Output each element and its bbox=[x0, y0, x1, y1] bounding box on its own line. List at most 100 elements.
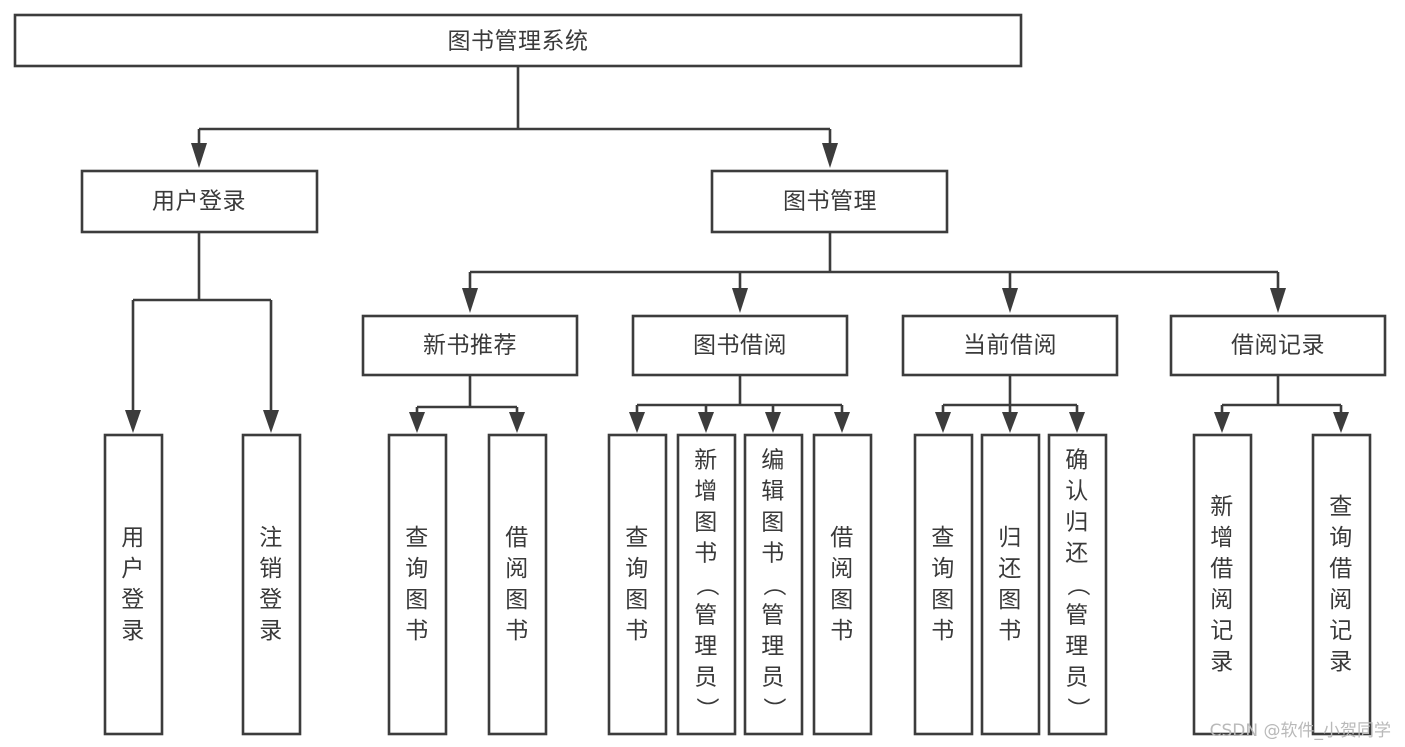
connector-group-user-login bbox=[125, 232, 279, 433]
arrow-head-icon bbox=[125, 410, 141, 433]
node-leaf-query-book-2-box[interactable] bbox=[607, 433, 668, 736]
node-leaf-add-book-box[interactable] bbox=[676, 433, 737, 736]
node-leaf-logout-box[interactable] bbox=[241, 433, 302, 736]
node-borrow-record-box[interactable] bbox=[1169, 314, 1387, 377]
arrow-head-icon bbox=[462, 288, 478, 313]
svg-text:图: 图 bbox=[998, 587, 1022, 613]
svg-text:图: 图 bbox=[694, 510, 718, 536]
svg-text:新: 新 bbox=[1210, 494, 1234, 520]
svg-text:询: 询 bbox=[625, 556, 649, 582]
svg-text:理: 理 bbox=[694, 634, 718, 660]
svg-text:图: 图 bbox=[761, 510, 785, 536]
svg-text:（: （ bbox=[1065, 573, 1091, 597]
svg-text:）: ） bbox=[694, 697, 720, 721]
svg-text:理: 理 bbox=[1065, 634, 1089, 660]
svg-text:图: 图 bbox=[830, 587, 854, 613]
node-book-manage-label: 图书管理 bbox=[783, 189, 877, 215]
node-current-borrow[interactable]: 当前借阅 bbox=[901, 314, 1119, 377]
svg-text:还: 还 bbox=[998, 556, 1022, 582]
node-root-box[interactable] bbox=[13, 13, 1023, 68]
node-leaf-borrow-book-2-box[interactable] bbox=[812, 433, 873, 736]
node-leaf-query-book-3-box[interactable] bbox=[913, 433, 974, 736]
arrow-head-icon bbox=[698, 412, 714, 433]
node-leaf-user-login[interactable]: 用户登录 bbox=[103, 433, 164, 736]
node-leaf-return-book-box[interactable] bbox=[980, 433, 1041, 736]
arrow-head-icon bbox=[822, 143, 838, 168]
connector-group-book-borrow bbox=[629, 375, 850, 433]
svg-text:）: ） bbox=[1065, 697, 1091, 721]
connector-group-book-manage bbox=[462, 232, 1286, 313]
arrow-head-icon bbox=[935, 412, 951, 433]
svg-text:书: 书 bbox=[405, 618, 429, 644]
svg-text:图: 图 bbox=[405, 587, 429, 613]
svg-text:记: 记 bbox=[1329, 618, 1353, 644]
node-user-login-box[interactable] bbox=[80, 169, 319, 234]
node-root[interactable]: 图书管理系统 bbox=[13, 13, 1023, 68]
arrow-head-icon bbox=[1002, 412, 1018, 433]
node-leaf-confirm-return-box[interactable] bbox=[1047, 433, 1108, 736]
node-current-borrow-box[interactable] bbox=[901, 314, 1119, 377]
svg-text:书: 书 bbox=[830, 618, 854, 644]
node-leaf-edit-book-box[interactable] bbox=[743, 433, 804, 736]
node-leaf-user-login-box[interactable] bbox=[103, 433, 164, 736]
svg-text:还: 还 bbox=[1065, 541, 1089, 567]
node-book-manage-box[interactable] bbox=[710, 169, 949, 234]
node-leaf-query-record-box[interactable] bbox=[1311, 433, 1372, 736]
svg-text:书: 书 bbox=[694, 541, 718, 567]
node-leaf-query-book-1-box[interactable] bbox=[387, 433, 448, 736]
svg-text:借: 借 bbox=[1210, 556, 1234, 582]
svg-text:销: 销 bbox=[259, 556, 283, 582]
svg-text:增: 增 bbox=[694, 479, 718, 505]
connector-group-new-book-rec bbox=[409, 375, 525, 433]
svg-text:辑: 辑 bbox=[761, 479, 785, 505]
svg-text:查: 查 bbox=[405, 525, 429, 551]
node-root-label: 图书管理系统 bbox=[448, 29, 589, 55]
svg-text:图: 图 bbox=[625, 587, 649, 613]
node-new-book-rec[interactable]: 新书推荐 bbox=[361, 314, 579, 377]
svg-text:员: 员 bbox=[694, 665, 718, 691]
svg-text:记: 记 bbox=[1210, 618, 1234, 644]
node-book-borrow[interactable]: 图书借阅 bbox=[631, 314, 849, 377]
node-leaf-borrow-book-1-box[interactable] bbox=[487, 433, 548, 736]
arrow-head-icon bbox=[1214, 412, 1230, 433]
arrow-head-icon bbox=[1333, 412, 1349, 433]
node-user-login[interactable]: 用户登录 bbox=[80, 169, 319, 234]
node-new-book-rec-label: 新书推荐 bbox=[423, 333, 517, 359]
arrow-head-icon bbox=[263, 410, 279, 433]
node-book-borrow-box[interactable] bbox=[631, 314, 849, 377]
svg-text:管: 管 bbox=[694, 603, 718, 629]
arrow-head-icon bbox=[732, 288, 748, 313]
svg-text:）: ） bbox=[761, 697, 787, 721]
node-book-manage[interactable]: 图书管理 bbox=[710, 169, 949, 234]
svg-text:借: 借 bbox=[1329, 556, 1353, 582]
node-new-book-rec-box[interactable] bbox=[361, 314, 579, 377]
node-leaf-add-record-box[interactable] bbox=[1192, 433, 1253, 736]
svg-text:询: 询 bbox=[1329, 525, 1353, 551]
svg-text:新: 新 bbox=[694, 448, 718, 474]
svg-text:员: 员 bbox=[761, 665, 785, 691]
svg-text:查: 查 bbox=[931, 525, 955, 551]
node-borrow-record[interactable]: 借阅记录 bbox=[1169, 314, 1387, 377]
